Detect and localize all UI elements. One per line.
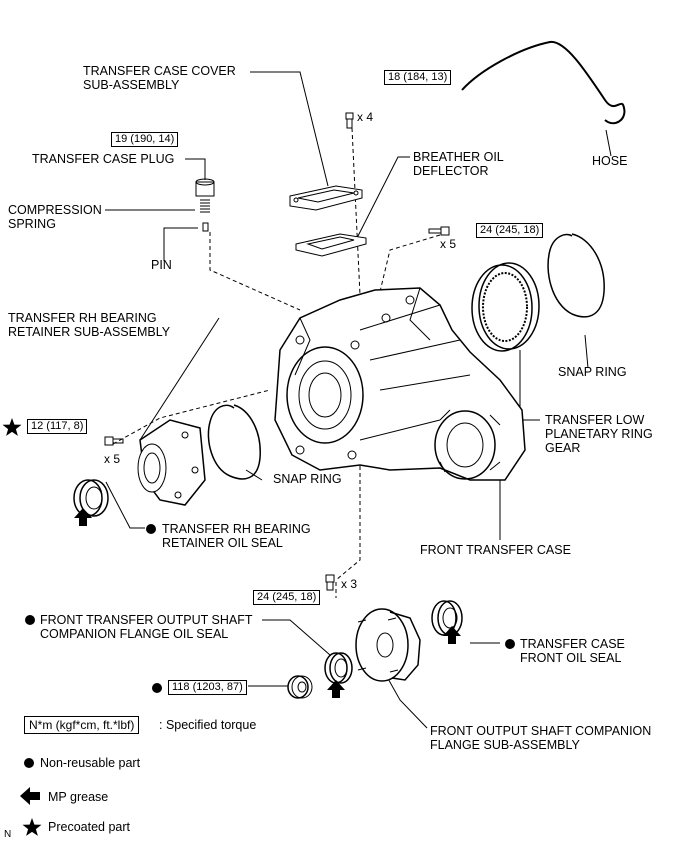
label-compression-spring: COMPRESSION SPRING bbox=[8, 203, 102, 231]
label-rh-bearing-oil-seal: TRANSFER RH BEARING RETAINER OIL SEAL bbox=[162, 522, 311, 550]
qty-cover-bolt: x 4 bbox=[357, 110, 374, 124]
ring-gear-part bbox=[471, 262, 540, 352]
rh-oil-seal-part bbox=[73, 479, 109, 517]
rh-bearing-retainer-part bbox=[137, 419, 206, 506]
left-arrow-icon bbox=[20, 787, 40, 805]
label-pin: PIN bbox=[151, 258, 172, 272]
transfer-case-cover-part bbox=[289, 185, 363, 211]
case-bolt-right bbox=[428, 226, 450, 236]
label-snap-ring-left: SNAP RING bbox=[273, 472, 342, 486]
qty-case-bolt-right: x 5 bbox=[440, 237, 457, 251]
label-breather-oil-deflector: BREATHER OIL DEFLECTOR bbox=[413, 150, 504, 178]
grease-arrow-front-seal bbox=[443, 626, 461, 644]
legend-icons bbox=[20, 787, 42, 836]
label-transfer-case-cover: TRANSFER CASE COVER SUB-ASSEMBLY bbox=[83, 64, 236, 92]
flange-nut-part bbox=[287, 675, 313, 699]
breather-deflector-part bbox=[295, 233, 367, 257]
plug-spring-pin bbox=[195, 178, 215, 232]
label-front-output-flange: FRONT OUTPUT SHAFT COMPANION FLANGE SUB-… bbox=[430, 724, 652, 752]
label-low-planetary-ring-gear: TRANSFER LOW PLANETARY RING GEAR bbox=[545, 413, 653, 455]
label-rh-bearing-retainer: TRANSFER RH BEARING RETAINER SUB-ASSEMBL… bbox=[8, 311, 171, 339]
grease-arrows bbox=[74, 508, 461, 698]
grease-arrow-rh-seal bbox=[74, 508, 92, 526]
label-snap-ring-right: SNAP RING bbox=[558, 365, 627, 379]
precoated-star-icon bbox=[2, 418, 22, 436]
front-transfer-case-part bbox=[274, 287, 526, 481]
legend-non-reusable: Non-reusable part bbox=[40, 756, 141, 770]
corner-mark: N bbox=[4, 829, 12, 840]
flange-oil-seal-part bbox=[324, 652, 353, 684]
legend-torque-box: N*m (kgf*cm, ft.*lbf) bbox=[24, 716, 140, 734]
non-reusable-dot-flange-nut bbox=[152, 683, 162, 693]
label-case-front-oil-seal: TRANSFER CASE FRONT OIL SEAL bbox=[520, 637, 625, 665]
hose-part bbox=[461, 40, 626, 125]
torque-retainer-bolt: 12 (117, 8) bbox=[27, 419, 88, 434]
label-transfer-case-plug: TRANSFER CASE PLUG bbox=[32, 152, 175, 166]
non-reusable-dot-rh-seal bbox=[146, 524, 156, 534]
label-front-transfer-case: FRONT TRANSFER CASE bbox=[420, 543, 571, 557]
torque-flange-nut: 118 (1203, 87) bbox=[168, 680, 247, 695]
leader-lines bbox=[105, 71, 612, 729]
torque-plug: 19 (190, 14) bbox=[111, 132, 179, 147]
qty-retainer-bolt: x 5 bbox=[104, 452, 121, 466]
case-bolt-bottom bbox=[325, 574, 335, 591]
dashed-lines bbox=[112, 127, 441, 598]
label-front-output-flange-oil-seal: FRONT TRANSFER OUTPUT SHAFT COMPANION FL… bbox=[40, 613, 253, 641]
snap-rings bbox=[207, 233, 605, 480]
non-reusable-dot-front-seal bbox=[505, 639, 515, 649]
legend-mp-grease: MP grease bbox=[48, 790, 109, 804]
qty-case-bolt-bottom: x 3 bbox=[341, 577, 358, 591]
legend-torque-text: : Specified torque bbox=[159, 718, 257, 732]
torque-cover-bolt: 18 (184, 13) bbox=[384, 70, 452, 85]
legend-precoated: Precoated part bbox=[48, 820, 130, 834]
torque-case-bolt-bottom: 24 (245, 18) bbox=[253, 590, 321, 605]
torque-case-bolt-right: 24 (245, 18) bbox=[476, 223, 544, 238]
retainer-bolt bbox=[104, 436, 124, 446]
cover-bolt bbox=[345, 112, 354, 129]
front-oil-seal-part bbox=[431, 600, 463, 636]
label-hose: HOSE bbox=[592, 154, 628, 168]
companion-flange-part bbox=[355, 608, 421, 682]
grease-arrow-flange-seal bbox=[327, 680, 345, 698]
non-reusable-dot-flange-seal bbox=[25, 615, 35, 625]
star-icon bbox=[22, 818, 42, 836]
filled-circle-icon bbox=[24, 758, 34, 768]
